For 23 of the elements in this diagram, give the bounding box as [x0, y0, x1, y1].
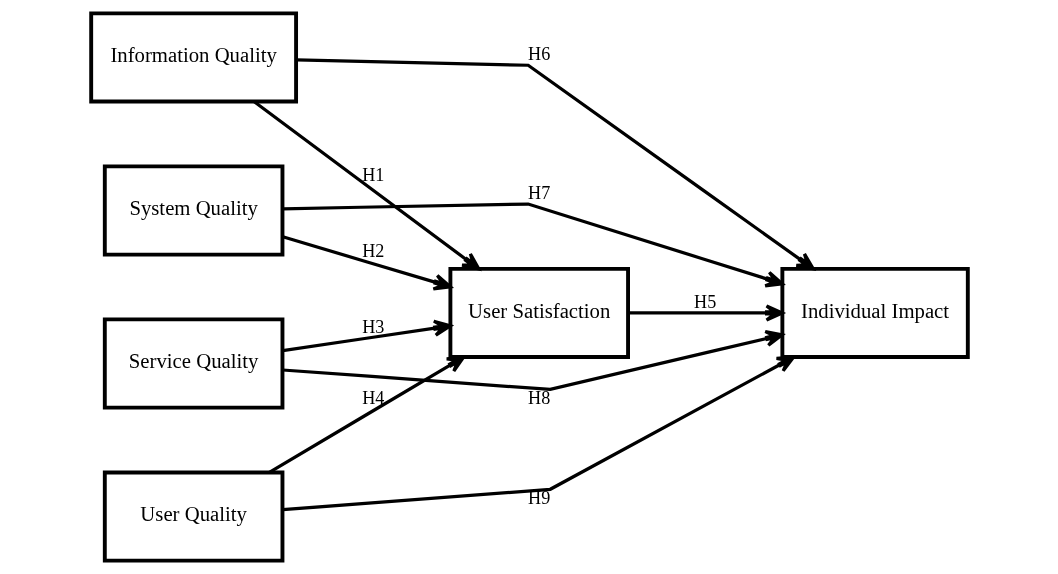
node-box: System Quality [102, 164, 284, 257]
arrow [268, 355, 465, 474]
arrow [295, 58, 815, 271]
node-box: Service Quality [102, 317, 284, 410]
edge-label: H7 [527, 183, 550, 204]
arrow [282, 355, 795, 512]
arrow [282, 202, 784, 288]
arrow [282, 319, 452, 353]
arrow [282, 330, 784, 392]
edge-label: H1 [361, 164, 384, 185]
node-box: Information Quality [88, 11, 298, 104]
edge-label: H2 [361, 241, 384, 262]
edge-label: H6 [527, 44, 550, 65]
node-box: Individual Impact [779, 266, 970, 359]
edge-label: H4 [361, 387, 384, 408]
edge-label: H8 [527, 387, 550, 408]
node-box: User Quality [102, 470, 284, 563]
node-box: User Satisfaction [447, 266, 630, 359]
arrow [252, 100, 480, 271]
arrow [627, 304, 784, 322]
edge-label: H3 [361, 316, 384, 337]
edge-label: H5 [693, 292, 716, 313]
arrow [281, 235, 452, 291]
